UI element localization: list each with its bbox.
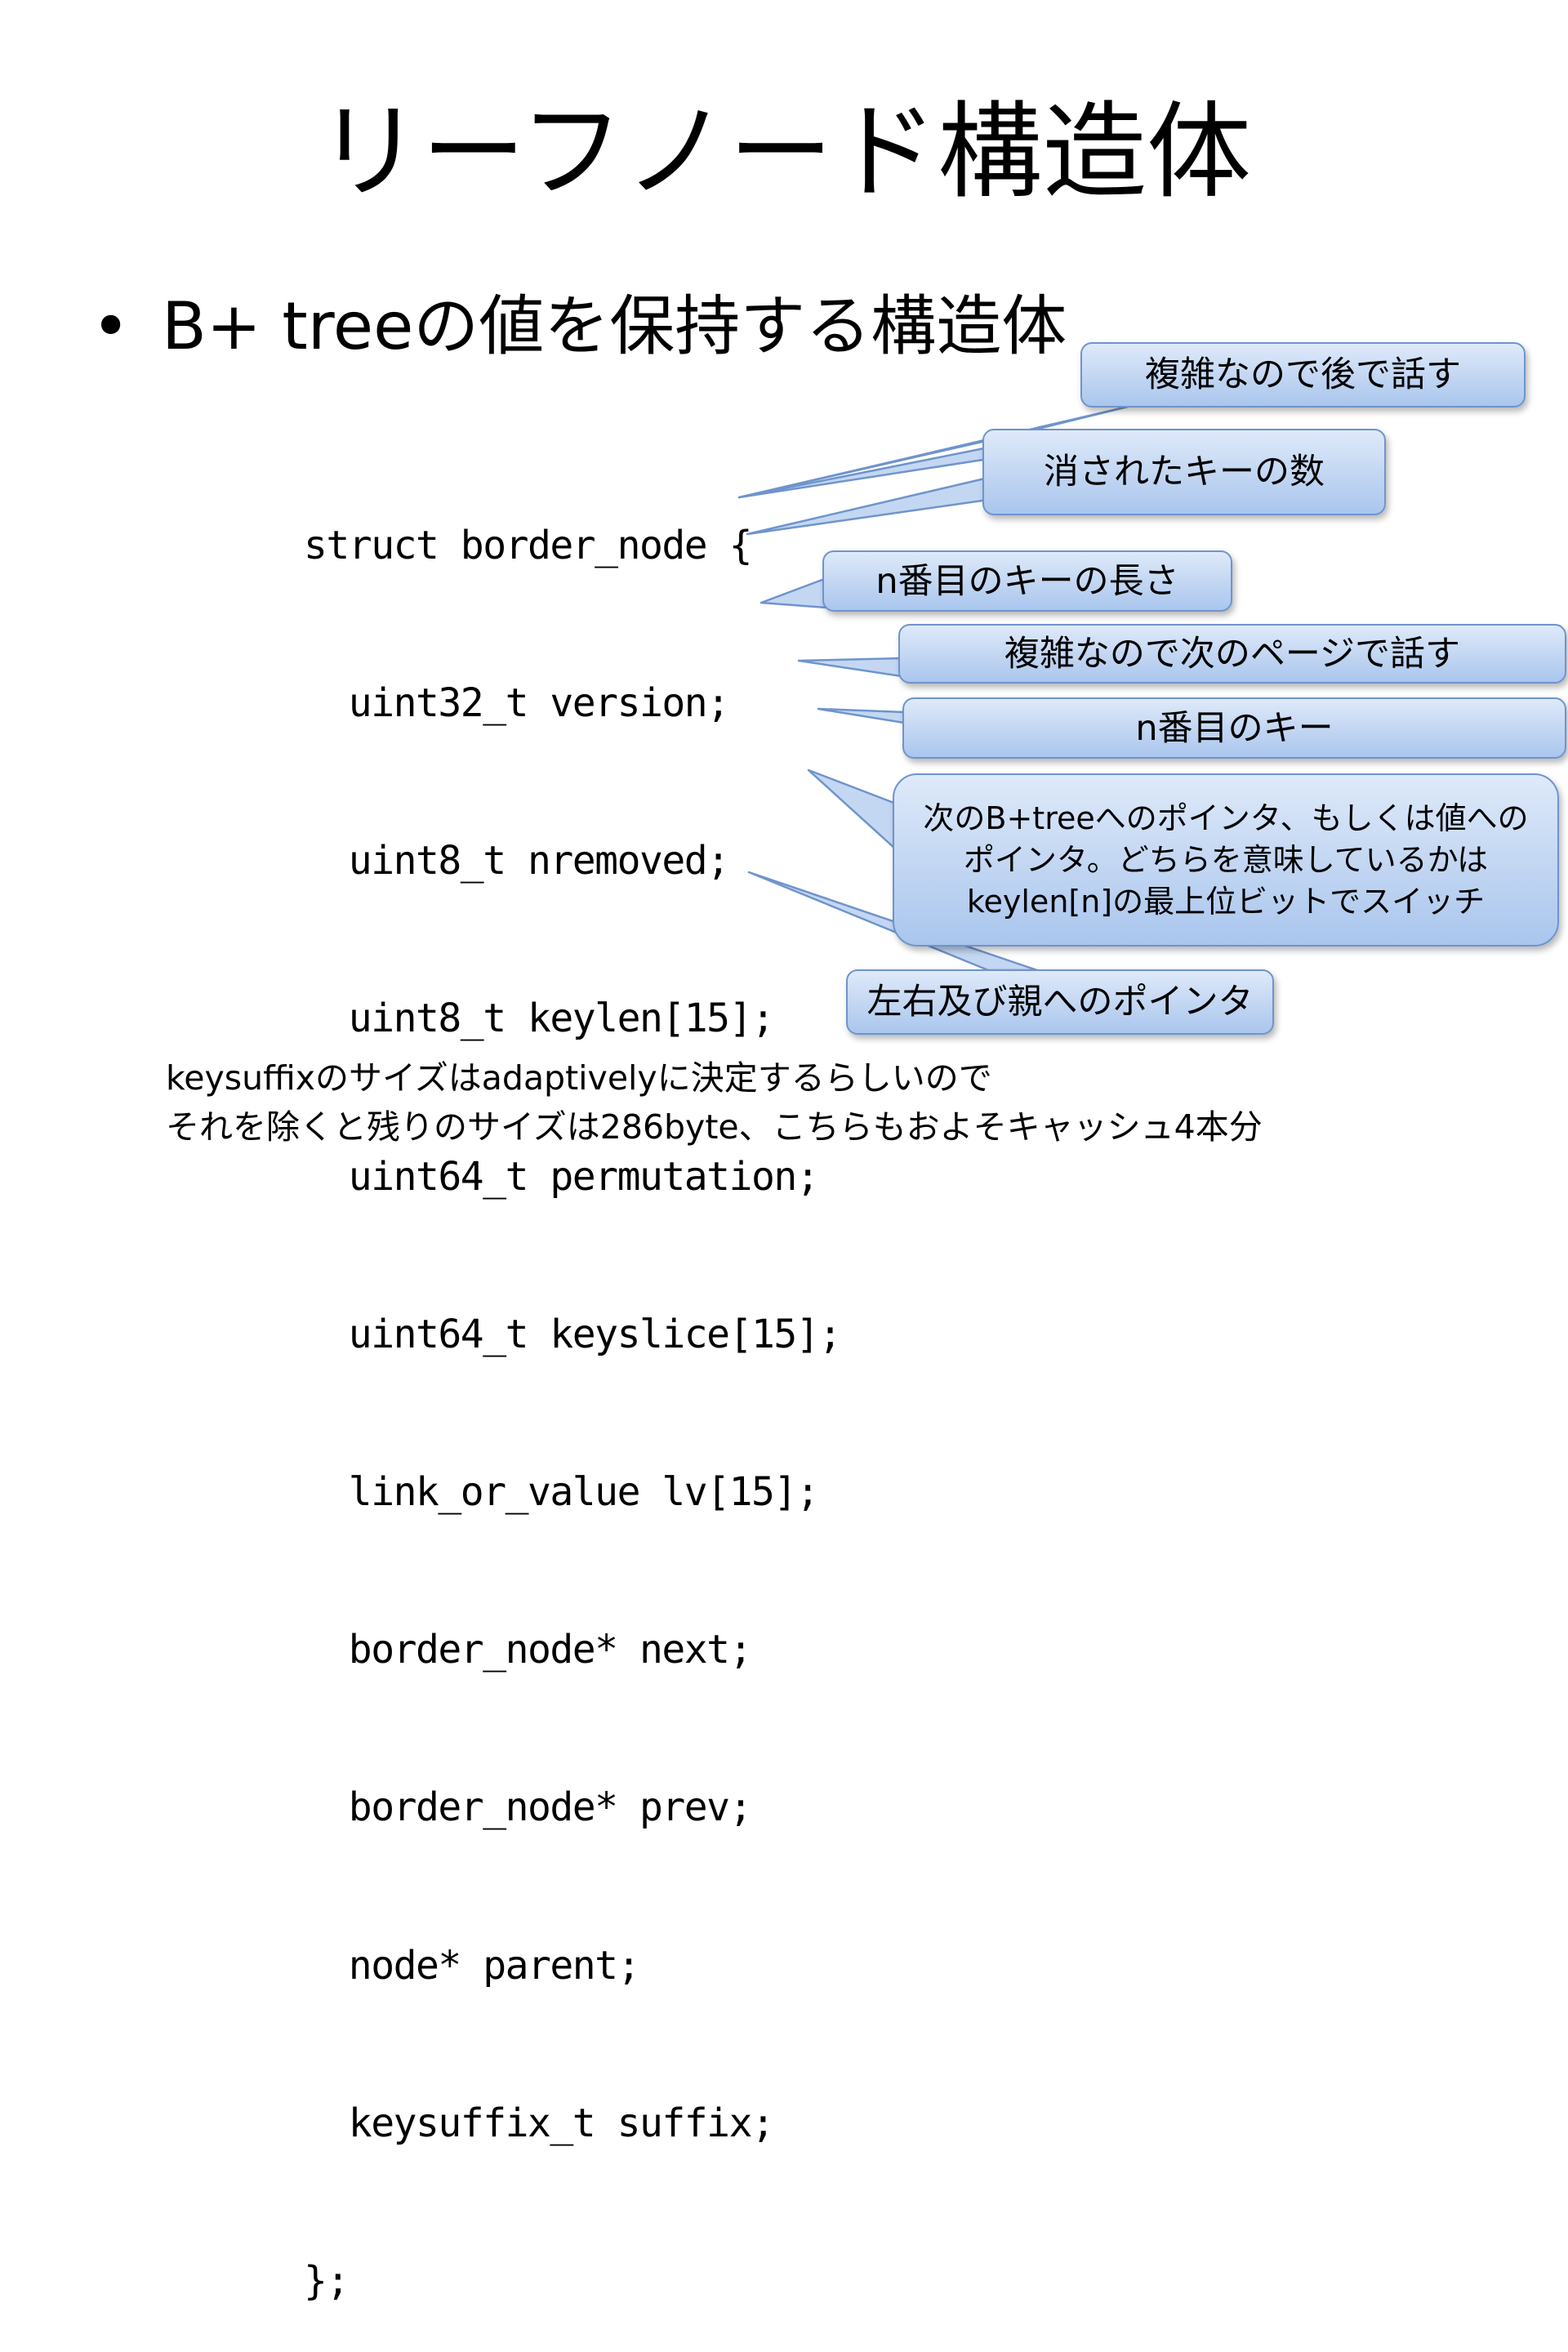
code-line: }; [304,2258,350,2305]
footnote: keysuffixのサイズはadaptivelyに決定するらしいので それを除く… [166,1054,1263,1152]
code-line: border_node* next; [304,1627,753,1673]
callout-version: 複雑なので後で話す [1080,342,1526,408]
slide-title: リーフノード構造体 [316,91,1252,213]
footnote-line: keysuffixのサイズはadaptivelyに決定するらしいので [166,1058,992,1098]
bullet-marker: • [91,288,131,364]
code-line: uint64_t permutation; [304,1153,820,1200]
code-line: uint8_t keylen[15]; [304,996,775,1042]
code-line: uint32_t version; [304,680,730,727]
callout-keylen: n番目のキーの長さ [822,550,1232,612]
bullet-text: B+ treeの値を保持する構造体 [162,288,1067,364]
footnote-line: それを除くと残りのサイズは286byte、こちらもおよそキャッシュ4本分 [166,1107,1263,1147]
callout-link-or-value: 次のB+treeへのポインタ、もしくは値への ポインタ。どちらを意味しているかは… [893,773,1559,947]
code-line: link_or_value lv[15]; [304,1469,820,1516]
callout-permutation: 複雑なので次のページで話す [898,624,1566,684]
code-block: struct border_node { uint32_t version; u… [304,414,842,2352]
callout-nremoved: 消されたキーの数 [982,429,1386,515]
code-line: uint64_t keyslice[15]; [304,1311,842,1357]
callout-node-pointers: 左右及び親へのポインタ [846,969,1274,1035]
code-line: uint8_t nremoved; [304,838,730,884]
code-line: node* parent; [304,1942,641,1989]
code-line: struct border_node { [304,522,752,568]
slide: リーフノード構造体 • B+ treeの値を保持する構造体 struct bord… [91,91,1566,2305]
code-line: border_node* prev; [304,1784,753,1831]
code-line: keysuffix_t suffix; [304,2100,775,2146]
bullet-item: • B+ treeの値を保持する構造体 [91,286,1067,368]
callout-keyslice: n番目のキー [902,697,1566,759]
